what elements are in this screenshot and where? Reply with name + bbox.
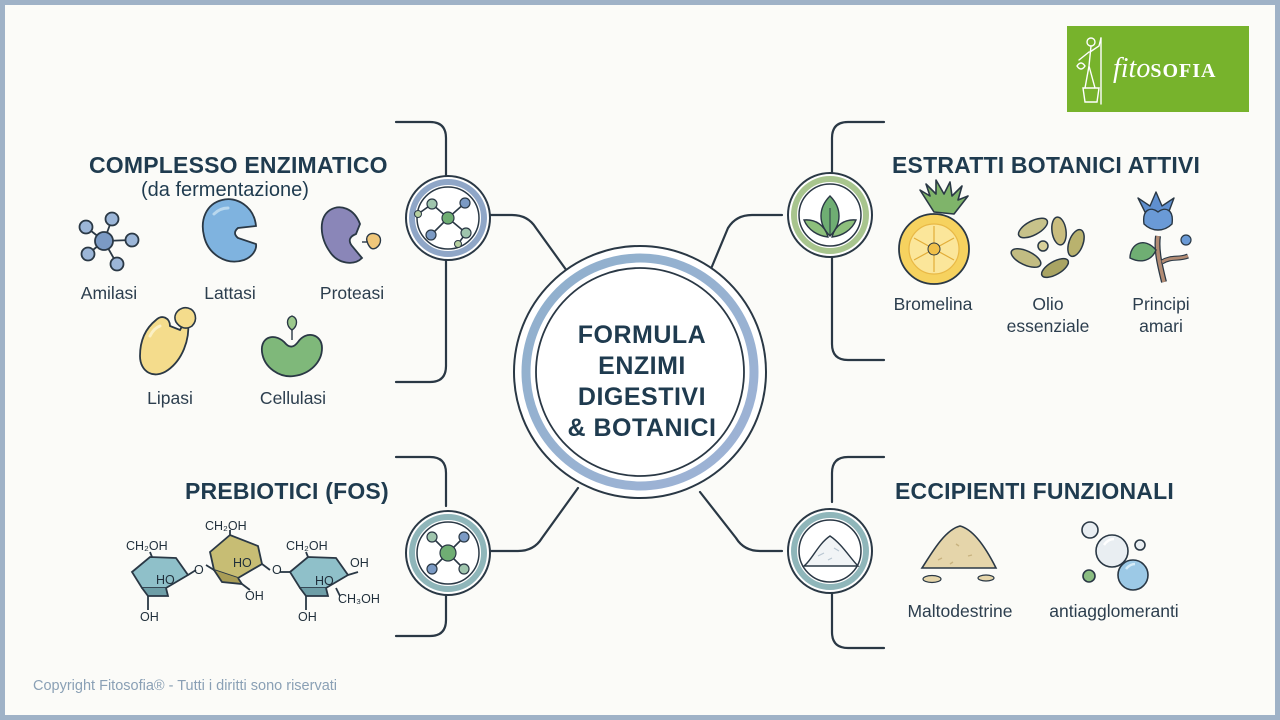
botanical-label-olio: Olio essenziale xyxy=(1007,293,1090,337)
center-title-line: DIGESTIVI xyxy=(577,383,707,411)
seeds-icon xyxy=(1010,216,1085,279)
enzyme-label-cellulasi: Cellulasi xyxy=(259,388,327,408)
botanical-label-line: amari xyxy=(1139,316,1183,336)
blue-enzyme-icon xyxy=(201,198,257,263)
bubbles-icon xyxy=(1081,521,1149,591)
fos-chemical-structure xyxy=(130,530,359,610)
powder-pile-icon xyxy=(920,525,998,584)
enzyme-label-amilasi: Amilasi xyxy=(80,283,138,303)
logo-text-sofia: SOFIA xyxy=(1150,60,1217,82)
enzyme-label-lipasi: Lipasi xyxy=(147,388,193,408)
center-node xyxy=(513,245,767,499)
molecule-network-icon xyxy=(78,211,140,272)
prebiotics-section-title: PREBIOTICI (FOS) xyxy=(185,478,389,504)
logo-text-fito: fito xyxy=(1113,53,1151,84)
enzyme-hub-icon xyxy=(405,175,491,261)
botanical-label-line: Principi xyxy=(1132,294,1190,314)
enzyme-section-subtitle: (da fermentazione) xyxy=(141,179,309,201)
excipients-hub-icon xyxy=(787,508,873,594)
prebiotics-hub-icon xyxy=(405,510,491,596)
botanical-label-principi: Principi amari xyxy=(1132,293,1189,337)
center-title-line: & BOTANICI xyxy=(567,414,717,442)
connector-lines xyxy=(394,120,886,650)
center-title: FORMULA ENZIMI DIGESTIVI & BOTANICI xyxy=(532,320,752,444)
herbalist-figure-icon xyxy=(1076,37,1102,105)
pineapple-icon xyxy=(898,179,970,285)
center-title-line: FORMULA xyxy=(577,321,707,349)
blue-flower-icon xyxy=(1129,191,1192,283)
botanical-label-line: essenziale xyxy=(1006,316,1090,336)
excipients-section-title: ECCIPIENTI FUNZIONALI xyxy=(895,478,1174,504)
excipient-label-antiagglomeranti: antiagglomeranti xyxy=(1049,601,1179,621)
botanical-hub-icon xyxy=(787,172,873,258)
excipient-label-maltodestrine: Maltodestrine xyxy=(907,601,1013,621)
purple-enzyme-icon xyxy=(320,206,382,264)
enzyme-label-lattasi: Lattasi xyxy=(204,283,256,303)
yellow-enzyme-icon xyxy=(139,306,197,376)
copyright-text: Copyright Fitosofia® - Tutti i diritti s… xyxy=(33,678,338,694)
center-title-line: ENZIMI xyxy=(598,352,686,380)
botanical-section-title: ESTRATTI BOTANICI ATTIVI xyxy=(892,152,1201,178)
green-enzyme-icon xyxy=(261,315,323,378)
botanical-label-bromelina: Bromelina xyxy=(893,294,973,314)
logo-wordmark: fitoSOFIA xyxy=(1113,53,1216,85)
enzyme-section-title: COMPLESSO ENZIMATICO xyxy=(89,152,388,178)
botanical-label-line: Olio xyxy=(1032,294,1064,314)
fitosofia-logo: fitoSOFIA xyxy=(1067,26,1249,112)
enzyme-label-proteasi: Proteasi xyxy=(319,283,385,303)
